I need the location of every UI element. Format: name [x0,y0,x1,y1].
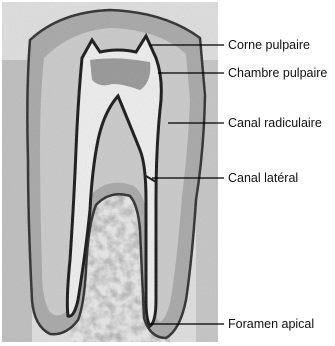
label-apical-foramen: Foramen apical [228,317,314,331]
label-pulp-horn: Corne pulpaire [228,38,310,52]
label-lateral-canal: Canal latéral [228,171,298,185]
micrograph [2,2,218,342]
label-root-canal: Canal radiculaire [228,116,322,130]
label-pulp-chamber: Chambre pulpaire [228,66,327,80]
